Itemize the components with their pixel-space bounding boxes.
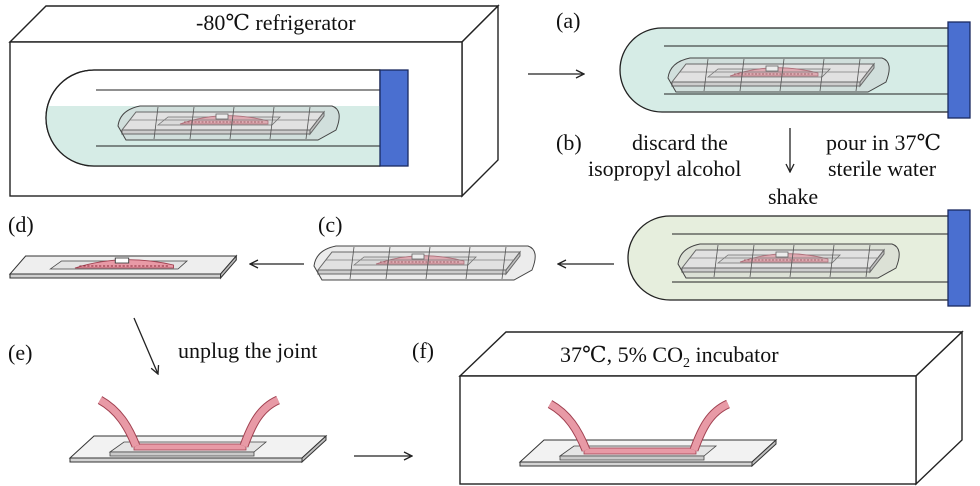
pour-text-2: sterile water xyxy=(828,156,937,181)
incubator-label: 37℃, 5% CO2 incubator xyxy=(560,342,779,371)
step-f-label: (f) xyxy=(412,338,434,363)
discard-text-2: isopropyl alcohol xyxy=(588,156,741,181)
shake-text: shake xyxy=(768,184,818,209)
unplug-text: unplug the joint xyxy=(178,338,317,363)
refrigerator-box: -80℃ refrigerator xyxy=(8,4,500,198)
test-tube-a xyxy=(619,21,971,119)
incubator-box: 37℃, 5% CO2 incubator xyxy=(458,330,964,486)
chip-d xyxy=(9,255,237,279)
step-d-label: (d) xyxy=(8,212,34,237)
tube-cap xyxy=(947,21,971,119)
step-b-label: (b) xyxy=(556,130,582,155)
refrigerator-label: -80℃ refrigerator xyxy=(196,10,356,35)
step-a-label: (a) xyxy=(556,8,580,33)
tube-cap xyxy=(947,209,971,307)
discard-text-1: discard the xyxy=(632,130,728,155)
step-c-label: (c) xyxy=(318,212,342,237)
pour-text-1: pour in 37℃ xyxy=(826,130,941,155)
chip-c xyxy=(314,246,535,280)
test-tube-b xyxy=(627,209,971,307)
step-e-label: (e) xyxy=(8,340,32,365)
arrow-d-to-e xyxy=(133,317,158,374)
tube-cap xyxy=(379,69,409,167)
test-tube-cold xyxy=(45,69,409,167)
chip-e xyxy=(70,400,326,462)
